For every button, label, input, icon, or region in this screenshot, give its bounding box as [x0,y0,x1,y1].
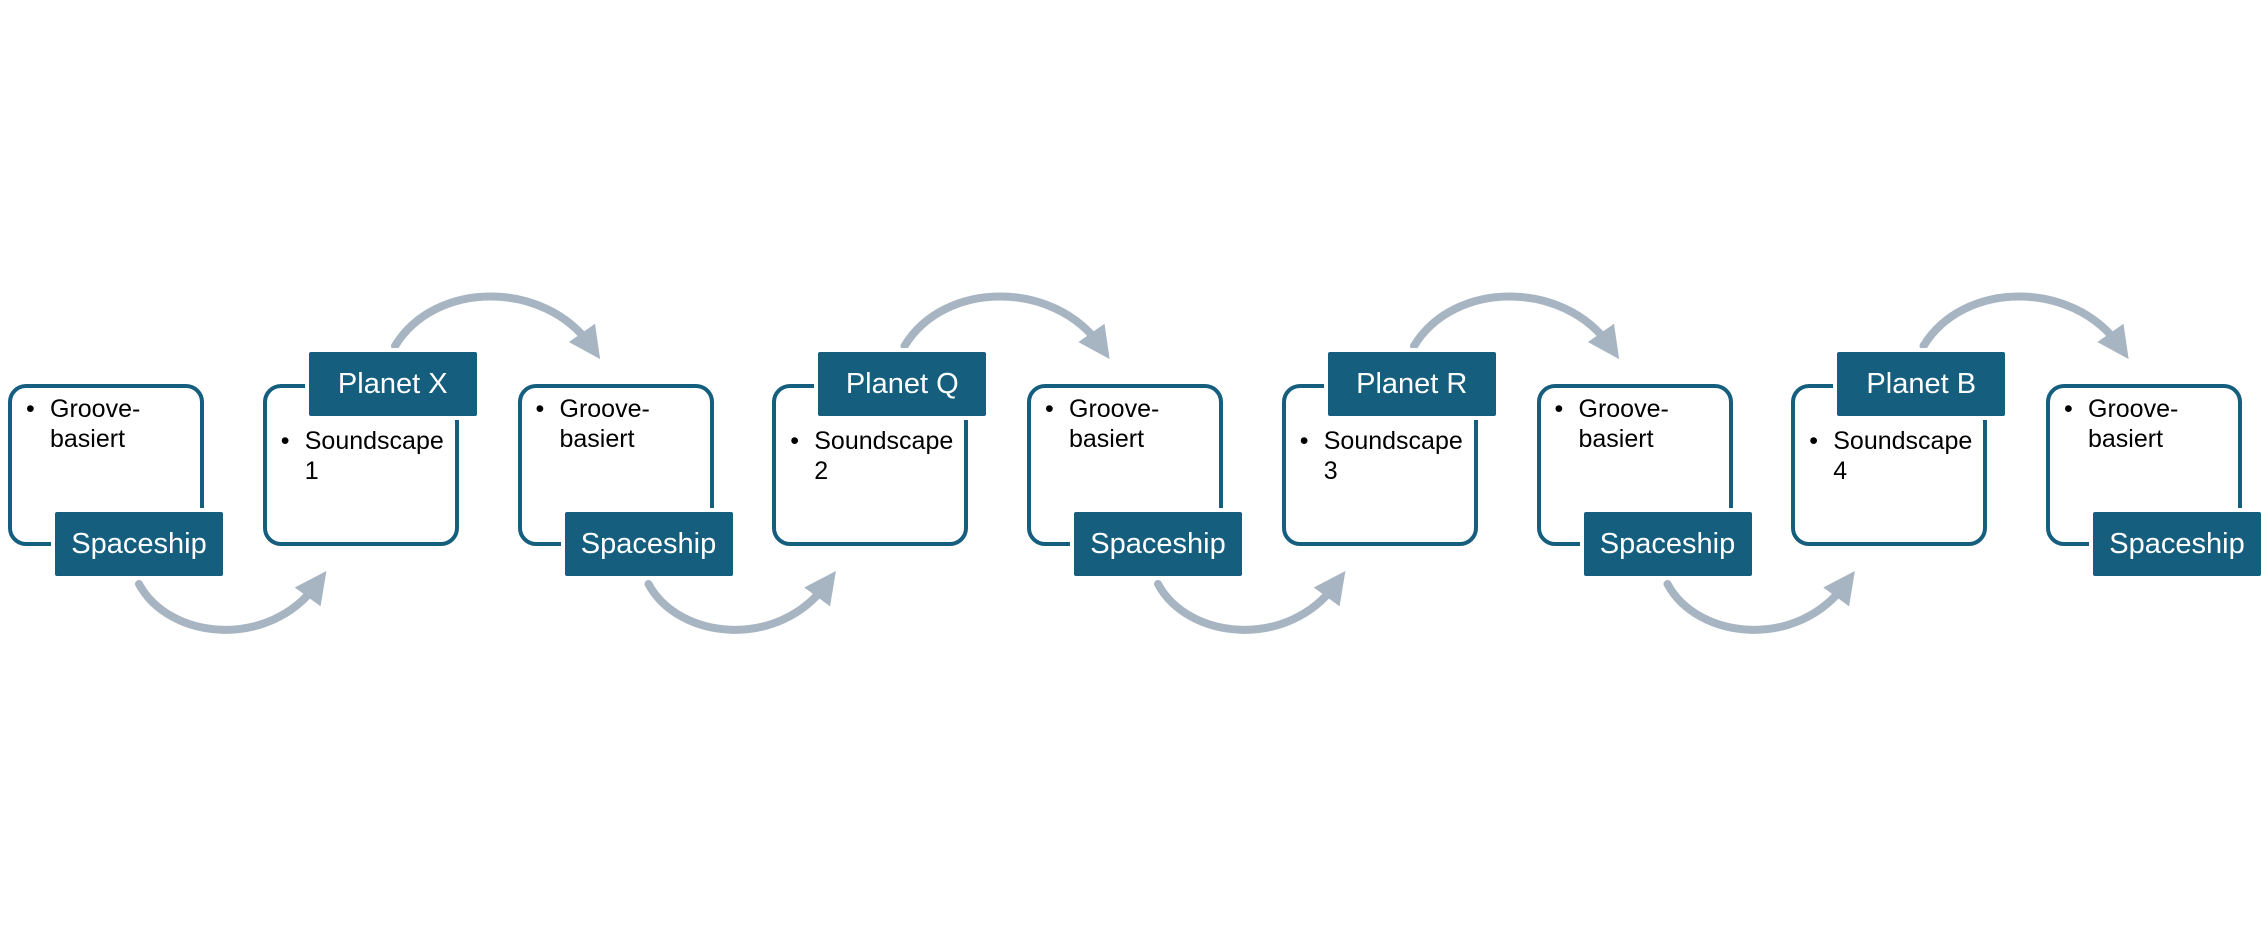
curved-arrow [135,571,327,634]
spaceship-label: Spaceship [2093,512,2261,576]
card-bullet-item: • Groove-basiert [26,394,196,454]
bullet-icon: • [790,427,800,455]
spaceship-label: Spaceship [55,512,223,576]
card-bullet-item: • Groove-basiert [1555,394,1725,454]
spaceship-label: Spaceship [1074,512,1242,576]
card-bullet-item: • Soundscape 3 [1300,426,1470,486]
spaceship-label: Spaceship [564,512,733,576]
curved-arrow [900,292,1110,360]
bullet-icon: • [2064,395,2073,423]
card-bullet-text: Groove-basiert [50,395,141,453]
curved-arrow [1410,292,1620,360]
bullet-icon: • [1299,427,1309,455]
card-bullet-item: • Groove-basiert [2064,394,2234,454]
bullet-icon: • [26,395,35,423]
spaceship-label: Spaceship [1583,512,1752,576]
card-bullet-item: • Soundscape 4 [1809,426,1979,486]
planet-label: Planet X [308,352,477,416]
planet-label: Planet Q [818,352,987,416]
card-bullet-text: Soundscape 1 [304,427,444,485]
card-bullet-item: • Groove-basiert [1045,394,1215,454]
card-bullet-text: Groove-basiert [559,395,650,453]
curved-arrow [1663,571,1855,634]
card-bullet-text: Groove-basiert [1578,395,1669,453]
curved-arrow [1154,571,1346,634]
card-bullet-text: Soundscape 2 [814,427,954,485]
bullet-icon: • [280,427,290,455]
planet-label: Planet R [1327,352,1496,416]
bullet-icon: • [535,395,545,423]
curved-arrow [644,571,836,634]
card-bullet-text: Soundscape 4 [1833,427,1973,485]
card-bullet-item: • Groove-basiert [536,394,706,454]
planet-label: Planet B [1837,352,2006,416]
curved-arrow [1919,292,2129,360]
bullet-icon: • [1809,427,1819,455]
card-bullet-text: Groove-basiert [1069,395,1160,453]
card-bullet-text: Groove-basiert [2088,395,2179,453]
bullet-icon: • [1554,395,1564,423]
card-bullet-item: • Soundscape 2 [790,426,960,486]
card-bullet-item: • Soundscape 1 [281,426,451,486]
bullet-icon: • [1045,395,1054,423]
curved-arrow [391,292,601,360]
card-bullet-text: Soundscape 3 [1323,427,1463,485]
